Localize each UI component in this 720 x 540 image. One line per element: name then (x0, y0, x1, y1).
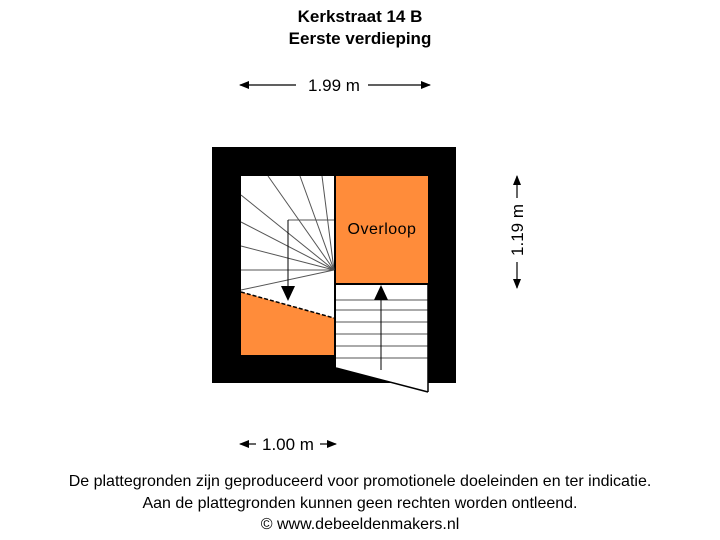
disclaimer-line-1: De plattegronden zijn geproduceerd voor … (68, 473, 652, 490)
stair-cut-line (240, 291, 335, 319)
width-label: 1.99 m (308, 76, 360, 95)
plan-address-title: Kerkstraat 14 B (297, 7, 423, 26)
straight-stair-treads (336, 299, 428, 359)
landing-label: Overloop (348, 221, 417, 238)
depth-dimension: 1.19 m (508, 175, 527, 289)
storage-area (241, 292, 334, 355)
straight-stair (336, 285, 428, 392)
landing-overloop (336, 176, 428, 283)
disclaimer-line-2: Aan de plattegronden kunnen geen rechten… (142, 495, 578, 512)
width-dimension: 1.99 m (239, 76, 431, 95)
stair-up-arrow (374, 285, 388, 370)
stair-width-dimension: 1.00 m (239, 435, 337, 454)
stair-width-label: 1.00 m (262, 435, 314, 454)
stair-opening-edge (335, 367, 429, 393)
copyright-link[interactable]: © www.debeeldenmakers.nl (260, 516, 460, 533)
plan-floor-title: Eerste verdieping (288, 29, 432, 48)
depth-label: 1.19 m (508, 204, 527, 256)
stair-down-arrow (281, 220, 295, 301)
